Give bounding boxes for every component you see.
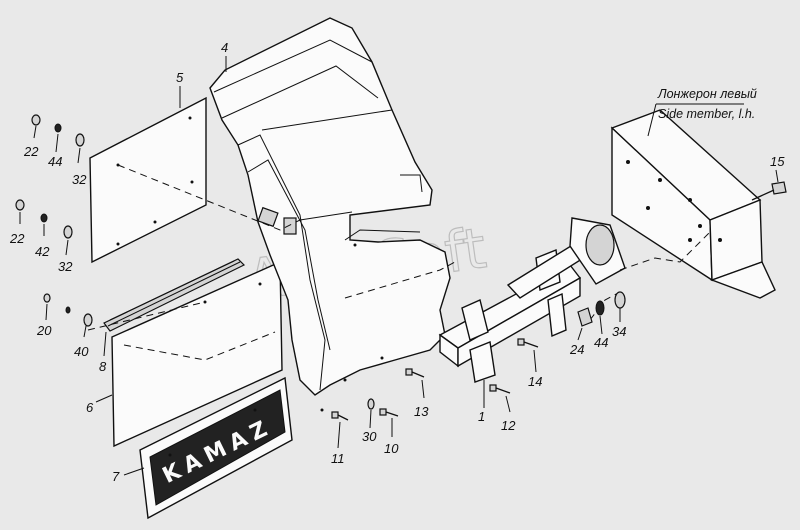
callout-40: 40 (74, 344, 89, 359)
callout-5: 5 (176, 70, 184, 85)
callout-22-lower: 22 (9, 231, 25, 246)
callout-20: 20 (36, 323, 52, 338)
part-5-plate (89, 96, 207, 264)
washers-left-group (15, 114, 93, 327)
callout-44-right: 44 (594, 335, 608, 350)
side-member-lh (610, 109, 776, 299)
callout-24: 24 (569, 342, 584, 357)
part-4-fender (209, 17, 451, 412)
side-member-caption-ru: Лонжерон левый (657, 87, 757, 101)
part-1-bracket (438, 217, 626, 383)
callout-32-upper: 32 (72, 172, 87, 187)
assembly-lines (87, 164, 713, 331)
callout-34: 34 (612, 324, 626, 339)
part-15-bolt (751, 181, 787, 201)
callout-labels: 4 5 22 44 32 22 42 32 20 40 8 6 7 11 30 … (9, 40, 785, 484)
callout-11: 11 (331, 451, 345, 466)
callout-44-left: 44 (48, 154, 62, 169)
callout-1: 1 (478, 409, 485, 424)
callout-6: 6 (86, 400, 94, 415)
part-8-strip (103, 258, 246, 332)
callout-32-lower: 32 (58, 259, 73, 274)
washers-right-group (577, 291, 626, 327)
callout-12: 12 (501, 418, 516, 433)
callout-22-upper: 22 (23, 144, 39, 159)
callout-42: 42 (35, 244, 50, 259)
callout-14: 14 (528, 374, 542, 389)
callout-30: 30 (362, 429, 377, 444)
part-6-mud-flap (111, 260, 283, 448)
screws-group (331, 338, 539, 421)
callout-4: 4 (221, 40, 228, 55)
callout-13: 13 (414, 404, 429, 419)
leader-lines (19, 56, 779, 476)
callout-7: 7 (112, 469, 120, 484)
callout-10: 10 (384, 441, 399, 456)
callout-8: 8 (99, 359, 107, 374)
callout-15: 15 (770, 154, 785, 169)
side-member-caption-en: Side member, l.h. (658, 107, 755, 121)
